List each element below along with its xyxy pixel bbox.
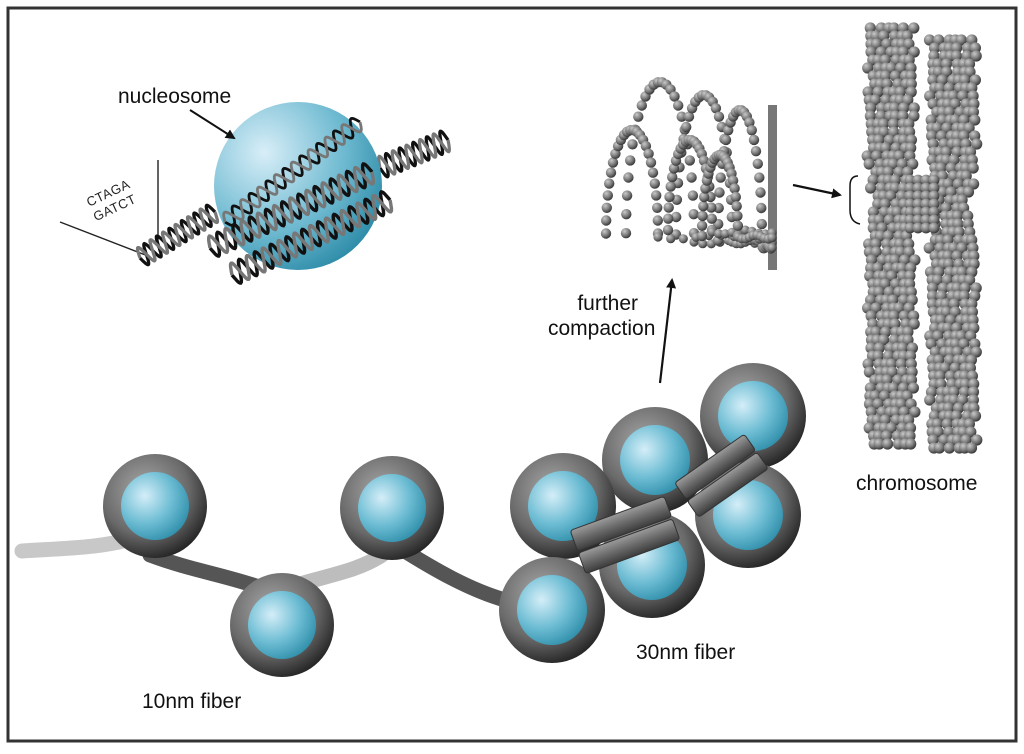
nucleosome-bead — [103, 454, 207, 558]
further-compaction-label: further compaction — [548, 291, 655, 341]
dna-helix-icon — [135, 129, 452, 267]
diagram-frame — [6, 6, 1018, 743]
fiber-30nm — [499, 363, 806, 663]
compacted-loop-fiber — [600, 77, 777, 270]
chromosome-label: chromosome — [856, 472, 978, 495]
dna-wrap-helix — [207, 116, 394, 285]
bracket-icon — [849, 175, 861, 225]
linker-dna-1 — [142, 547, 270, 596]
loops-to-chromosome-arrow-icon — [792, 183, 842, 199]
chromosome — [861, 22, 983, 454]
nucleosome-bead — [499, 557, 605, 663]
further-label-line2: compaction — [548, 317, 656, 341]
further-label-line1: further — [577, 292, 639, 315]
linker-dna-3 — [392, 540, 513, 608]
nucleosome-bead — [700, 363, 806, 469]
fiber-10nm-label: 10nm fiber — [142, 690, 242, 713]
fiber-10nm — [14, 454, 513, 677]
linker-band — [675, 434, 768, 517]
sequence-pointer-line-bottom — [59, 221, 149, 257]
linker-dna-2 — [292, 547, 390, 592]
nucleosome-label: nucleosome — [118, 85, 232, 108]
nucleosome-detail — [59, 102, 452, 285]
further-compaction-arrow-icon — [658, 278, 677, 384]
linker-band — [570, 496, 680, 574]
nucleosome-bead — [602, 407, 708, 513]
nucleosome-bead — [340, 456, 444, 560]
nucleosome-arrow-icon — [189, 109, 236, 140]
fiber-30nm-label: 30nm fiber — [636, 641, 736, 664]
nucleosome-bead — [230, 573, 334, 677]
